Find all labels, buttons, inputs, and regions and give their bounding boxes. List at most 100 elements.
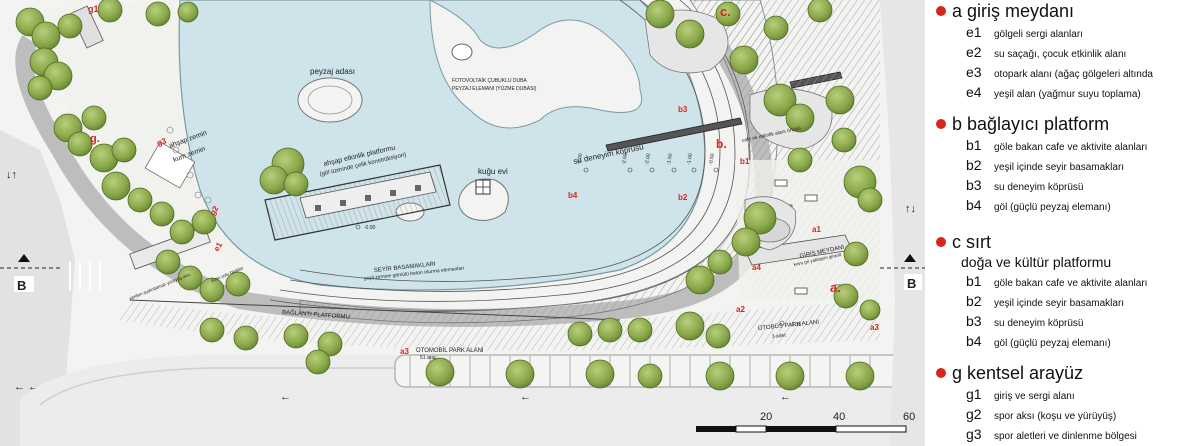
red-label-b4: b4: [568, 191, 578, 200]
legend-item-code: g3: [966, 426, 982, 442]
label-otomobil-2: 51 araç: [420, 355, 437, 361]
legend-section-title: c sırt: [952, 231, 991, 252]
section-marker-left: B: [0, 254, 60, 293]
legend-item: b1 göle bakan cafe ve aktivite alanları: [966, 135, 1196, 155]
legend-item-text: giriş ve sergi alanı: [994, 391, 1075, 402]
red-label-c: c.: [720, 4, 731, 19]
scale-tick-20: 20: [760, 411, 772, 423]
svg-text:B: B: [907, 276, 916, 291]
legend-item-code: g1: [966, 386, 982, 402]
legend-item-code: e1: [966, 24, 982, 40]
legend-item-code: e2: [966, 44, 982, 60]
red-label-b3: b3: [678, 105, 688, 114]
legend-item-text: su deneyim köprüsü: [994, 182, 1084, 193]
legend-item: b2 yeşil içinde seyir basamakları: [966, 291, 1196, 311]
legend-item-text: su saçağı, çocuk etkinlik alanı: [994, 49, 1127, 60]
site-plan: ↓↑ ← ← ← ← ← ↑↓: [0, 0, 925, 446]
svg-text:←: ←: [780, 391, 791, 403]
legend-item-text: spor aksı (koşu ve yürüyüş): [994, 411, 1117, 422]
legend-section-b: b bağlayıcı platform b1 göle bakan cafe …: [936, 113, 1196, 215]
elevation-7: -1.15: [790, 322, 802, 328]
red-label-a2: a2: [736, 305, 745, 314]
bullet-dot: [936, 6, 946, 16]
legend-item: b3 su deneyim köprüsü: [966, 311, 1196, 331]
red-label-b2: b2: [678, 193, 688, 202]
legend-item: b1 göle bakan cafe ve aktivite alanları: [966, 271, 1196, 291]
red-label-g3: g3: [156, 136, 168, 148]
legend-item-code: b2: [966, 293, 982, 309]
legend-item-code: b4: [966, 197, 982, 213]
legend-item: b4 göl (güçlü peyzaj elemanı): [966, 195, 1196, 215]
red-label-g1: g1: [88, 4, 99, 14]
svg-text:↑↓: ↑↓: [905, 203, 916, 215]
legend-item-text: göle bakan cafe ve aktivite alanları: [994, 142, 1148, 153]
scale-tick-60: 60: [903, 411, 915, 423]
elevation-5: -1.00: [686, 153, 694, 165]
label-fotovoltaik-2: PEYZAJ ELEMANI (YÜZME DUBASI): [452, 85, 537, 92]
elevation-8: -0.90: [364, 225, 376, 231]
swan-house-island: [458, 178, 509, 221]
legend: a giriş meydanı e1 gölgeli sergi alanlar…: [930, 0, 1200, 446]
legend-item-code: g2: [966, 406, 982, 422]
elevation-1: -3.00: [576, 153, 584, 165]
elevation-2: -2.50: [621, 153, 629, 165]
red-label-a3-right: a3: [870, 323, 879, 332]
legend-item-code: b1: [966, 137, 982, 153]
legend-item-code: e3: [966, 64, 982, 80]
landscape-island: [297, 77, 363, 123]
red-label-b1: b1: [740, 157, 750, 166]
bullet-dot: [936, 368, 946, 378]
red-label-b: b.: [716, 137, 727, 151]
legend-item-code: b4: [966, 333, 982, 349]
red-label-a: a.: [830, 280, 841, 295]
elevation-3: -2.00: [644, 153, 652, 165]
legend-item-text: su deneyim köprüsü: [994, 318, 1084, 329]
legend-item-text: yeşil içinde seyir basamakları: [994, 162, 1125, 173]
legend-item-text: yeşil içinde seyir basamakları: [994, 298, 1125, 309]
legend-item: b3 su deneyim köprüsü: [966, 175, 1196, 195]
legend-item: e4 yeşil alan (yağmur suyu toplama): [966, 82, 1196, 102]
legend-item-code: b2: [966, 157, 982, 173]
red-label-g: g.: [90, 133, 100, 145]
trees: [15, 0, 883, 391]
legend-item-text: spor aletleri ve dinlenme bölgesi: [994, 431, 1137, 442]
elevation-6: -0.50: [708, 153, 716, 165]
legend-item: b2 yeşil içinde seyir basamakları: [966, 155, 1196, 175]
svg-text:←: ←: [520, 391, 531, 403]
legend-item-code: b3: [966, 177, 982, 193]
left-road: [0, 130, 75, 446]
legend-item-code: e4: [966, 84, 982, 100]
legend-section-subtitle: doğa ve kültür platformu: [961, 254, 1112, 270]
label-fotovoltaik: FOTOVOLTAİK ÇUBUKLU DUBA: [452, 77, 527, 84]
legend-item: b4 göl (güçlü peyzaj elemanı): [966, 331, 1196, 351]
label-otobus-2: 3 adet: [772, 333, 787, 340]
legend-item-text: yeşil alan (yağmur suyu toplama): [994, 89, 1141, 100]
red-label-a4: a4: [752, 263, 761, 272]
label-peyzaj-adasi: peyzaj adası: [310, 67, 355, 76]
legend-item-text: otopark alanı (ağaç gölgeleri altında: [994, 69, 1153, 80]
svg-text:B: B: [17, 278, 26, 293]
bullet-dot: [936, 119, 946, 129]
legend-item: e1 gölgeli sergi alanları: [966, 22, 1196, 42]
legend-item-code: b3: [966, 313, 982, 329]
floating-duba: [451, 43, 473, 61]
scale-tick-40: 40: [833, 411, 845, 423]
right-road: [880, 0, 925, 446]
legend-item: g3 spor aletleri ve dinlenme bölgesi: [966, 424, 1196, 444]
legend-section-a: a giriş meydanı e1 gölgeli sergi alanlar…: [936, 0, 1196, 102]
elevation-4: -1.50: [666, 153, 674, 165]
legend-item: e2 su saçağı, çocuk etkinlik alanı: [966, 42, 1196, 62]
legend-item-text: göle bakan cafe ve aktivite alanları: [994, 278, 1148, 289]
red-label-a3: a3: [400, 347, 409, 356]
legend-section-title: g kentsel arayüz: [952, 362, 1084, 383]
label-kugu-evi: kuğu evi: [478, 167, 508, 176]
wooden-platform: [264, 164, 451, 241]
label-baglanti: BAĞLANTI PLATFORMU: [282, 309, 350, 321]
legend-item-text: göl (güçlü peyzaj elemanı): [994, 202, 1111, 213]
section-marker-right: B: [880, 254, 925, 291]
legend-item: e3 otopark alanı (ağaç gölgeleri altında: [966, 62, 1196, 82]
legend-section-g: g kentsel arayüz g1 giriş ve sergi alanı…: [936, 362, 1196, 444]
scale-bar: 20 40 60: [696, 411, 915, 433]
svg-text:←: ←: [280, 391, 291, 403]
label-otomobil: OTOMOBİL PARK ALANI: [416, 347, 484, 354]
